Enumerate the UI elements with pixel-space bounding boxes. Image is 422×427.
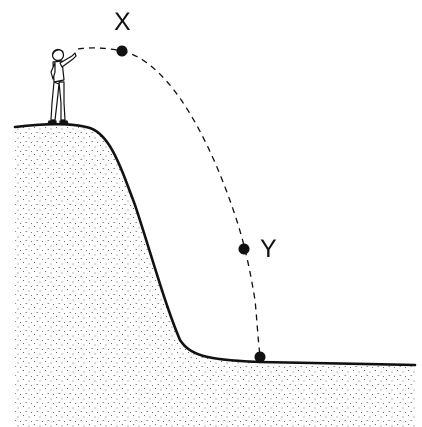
point-x: [116, 45, 128, 57]
landing-point: [254, 351, 266, 363]
label-y: Y: [260, 235, 277, 263]
dashed-trajectory: [77, 47, 261, 357]
person-icon: [47, 48, 77, 125]
label-x: X: [114, 8, 131, 36]
ground-fill: [15, 124, 415, 427]
cliff-profile: [13, 122, 417, 367]
point-y: [238, 243, 250, 255]
